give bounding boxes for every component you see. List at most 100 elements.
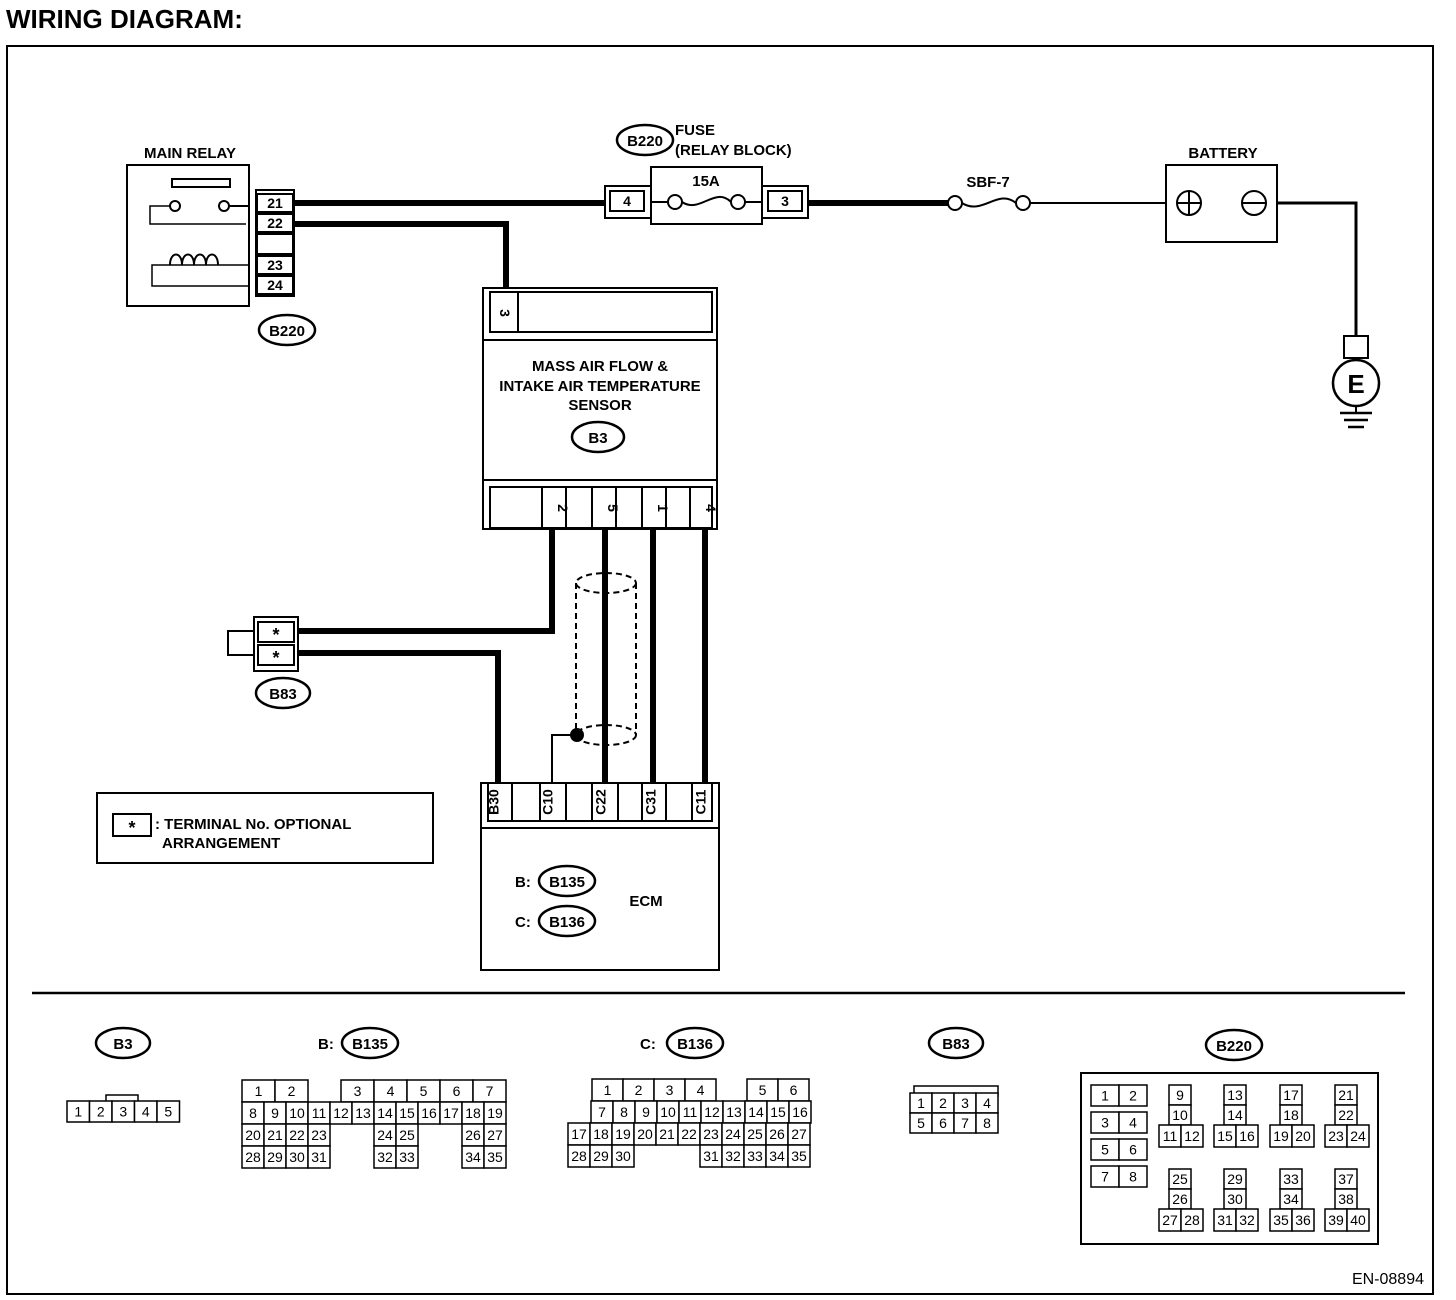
b136-pin-5: 5 [759,1082,767,1098]
b136-pin-11: 11 [683,1104,698,1120]
b136-pin-2: 2 [635,1082,643,1098]
b220-pin-16: 16 [1239,1128,1255,1144]
b220-pin-39: 39 [1328,1212,1344,1228]
b220-pin-17: 17 [1283,1087,1299,1103]
b220-pin-38: 38 [1338,1191,1354,1207]
view-b3-label: B3 [113,1036,132,1053]
b136-pin-12: 12 [704,1104,720,1120]
main-relay: MAIN RELAY 21 22 23 24 B220 [126,145,317,347]
b220-pin-24-cell [1346,1124,1370,1148]
b135-pin-34: 34 [465,1149,481,1165]
b136-pin-4: 4 [697,1082,705,1098]
b135-pin-17: 17 [443,1105,459,1121]
b220-pin-29: 29 [1227,1171,1243,1187]
outer-frame [6,45,1434,1295]
maf-label-line1: MASS AIR FLOW & [532,358,668,375]
maf-terminal-2: 2 [555,504,571,512]
b220-pin-2-cell [1118,1084,1148,1107]
b135-pin-1: 1 [255,1083,263,1099]
b136-pin-35-cell [787,1144,811,1168]
b135-pin-20: 20 [245,1127,261,1143]
b136-pin-13: 13 [726,1104,742,1120]
b136-pin-1: 1 [604,1082,612,1098]
b135-pin-12: 12 [333,1105,349,1121]
b220-pin-8-cell [1118,1165,1148,1188]
fuse-rating: 15A [692,173,720,190]
b220-pin-14: 14 [1227,1107,1243,1123]
b220-pin-20: 20 [1295,1128,1311,1144]
maf-terminal-5: 5 [605,504,621,512]
b135-pin-31: 31 [311,1149,327,1165]
legend-line2: ARRANGEMENT [162,835,280,852]
b135-pin-30: 30 [289,1149,305,1165]
b220-pin-9: 9 [1176,1087,1184,1103]
view-b136-label: B136 [677,1036,713,1053]
b220-pin-24: 24 [1350,1128,1366,1144]
b220-pin-5: 5 [1101,1142,1109,1158]
view-b136-prefix: C: [640,1036,656,1053]
b136-pin-10: 10 [660,1104,676,1120]
relay-terminal-24: 24 [267,277,283,293]
b83-pin-5: 5 [917,1115,925,1131]
b136-pin-3: 3 [666,1082,674,1098]
b220-pin-40: 40 [1350,1212,1366,1228]
b135-pin-3: 3 [354,1083,362,1099]
b220-pin-30: 30 [1227,1191,1243,1207]
b136-pin-33: 33 [747,1148,763,1164]
b220-pin-13: 13 [1227,1087,1243,1103]
b135-pin-35-cell [483,1145,507,1169]
b135-pin-13: 13 [355,1105,371,1121]
b220-pin-27: 27 [1162,1212,1178,1228]
relay-terminal-23: 23 [267,257,283,273]
b220-pin-11: 11 [1163,1128,1178,1144]
fuse: B220 FUSE (RELAY BLOCK) 15A 4 3 [604,122,809,225]
relay-terminal-21: 21 [267,195,283,211]
b83-terminal-1: * [272,625,279,645]
fuse-label-line2: (RELAY BLOCK) [675,142,792,159]
b135-pin-22: 22 [289,1127,305,1143]
maf-label-line3: SENSOR [568,397,632,414]
b136-pin-14: 14 [748,1104,764,1120]
b220-pin-15: 15 [1217,1128,1233,1144]
maf-label-line2: INTAKE AIR TEMPERATURE [499,378,700,395]
b220-pin-26: 26 [1172,1191,1188,1207]
b136-pin-18: 18 [593,1126,609,1142]
b83-pin-1: 1 [917,1095,925,1111]
ground: E [1331,335,1381,429]
b136-pin-8: 8 [620,1104,628,1120]
sbf-fuse: SBF-7 [947,174,1031,211]
fuse-terminal-right: 3 [781,193,789,209]
battery-label: BATTERY [1188,145,1257,162]
b135-pin-7: 7 [486,1083,494,1099]
b220-pin-22: 22 [1338,1107,1354,1123]
b136-pin-23: 23 [703,1126,719,1142]
b83-pin-6: 6 [939,1115,947,1131]
b220-pin-20-cell [1291,1124,1315,1148]
b136-pin-17: 17 [571,1126,587,1142]
b220-pin-6-cell [1118,1138,1148,1161]
b220-pin-25: 25 [1172,1171,1188,1187]
b220-pin-3: 3 [1101,1115,1109,1131]
b136-pin-26: 26 [769,1126,785,1142]
b136-pin-24: 24 [725,1126,741,1142]
b136-pin-31: 31 [703,1148,719,1164]
b83-pin-3: 3 [961,1095,969,1111]
b220-pin-35: 35 [1273,1212,1289,1228]
ecm: B30 C10 C22 C31 C11 B: B135 C: B136 ECM [480,782,720,971]
b135-pin-24: 24 [377,1127,393,1143]
b135-pin-21: 21 [267,1127,283,1143]
b135-pin-6: 6 [453,1083,461,1099]
b83-pin-8-cell [975,1112,999,1134]
b220-pin-12: 12 [1184,1128,1200,1144]
b135-pin-29: 29 [267,1149,283,1165]
b220-pin-7: 7 [1101,1169,1109,1185]
b220-pin-16-cell [1235,1124,1259,1148]
page-title: WIRING DIAGRAM: [6,4,243,34]
b135-pin-8: 8 [249,1105,257,1121]
b135-pin-35: 35 [487,1149,503,1165]
b135-pin-33-cell [395,1145,419,1169]
b135-pin-16: 16 [421,1105,437,1121]
b83-pin-2: 2 [939,1095,947,1111]
b220-pin-21: 21 [1338,1087,1354,1103]
